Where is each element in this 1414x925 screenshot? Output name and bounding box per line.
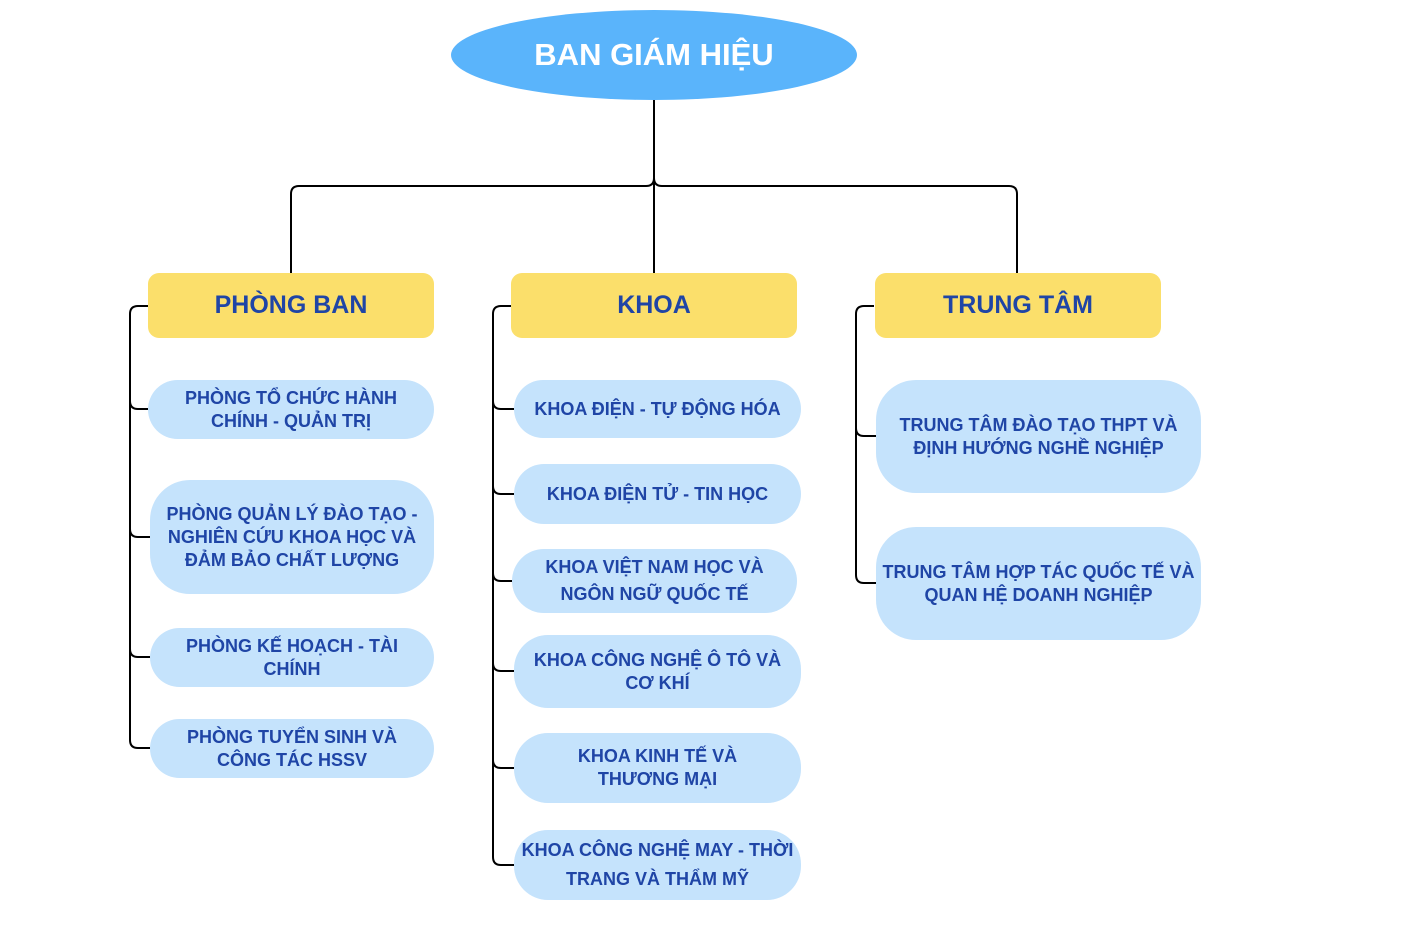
group-header-phong-ban: PHÒNG BAN — [148, 273, 434, 338]
group-header-label: KHOA — [617, 291, 691, 319]
group-header-label: TRUNG TÂM — [943, 291, 1093, 319]
connector-branch-phong-ban — [129, 400, 148, 410]
org-node-label: KHOA KINH TẾ VÀ THƯƠNG MẠI — [577, 746, 738, 789]
org-node-phong-ban: PHÒNG TUYỂN SINH VÀ CÔNG TÁC HSSV — [150, 719, 434, 778]
org-node-khoa: KHOA VIỆT NAM HỌC VÀ NGÔN NGỮ QUỐC TẾ — [512, 549, 797, 613]
group-header-khoa: KHOA — [511, 273, 797, 338]
connector-branch-khoa — [492, 400, 514, 410]
org-node-trung-tam: TRUNG TÂM ĐÀO TẠO THPT VÀ ĐỊNH HƯỚNG NGH… — [876, 380, 1201, 493]
org-node-label: KHOA ĐIỆN - TỰ ĐỘNG HÓA — [534, 398, 781, 419]
connector-branch-phong-ban — [129, 648, 150, 658]
org-node-label: PHÒNG TỔ CHỨC HÀNH CHÍNH - QUẢN TRỊ — [185, 387, 397, 431]
org-node-label: KHOA CÔNG NGHỆ MAY - THỜI TRANG VÀ THẨM … — [521, 840, 794, 889]
root-node-ban-giam-hieu: BAN GIÁM HIỆU — [451, 10, 857, 100]
org-node-khoa: KHOA KINH TẾ VÀ THƯƠNG MẠI — [514, 733, 801, 803]
org-node-khoa: KHOA CÔNG NGHỆ MAY - THỜI TRANG VÀ THẨM … — [514, 830, 801, 900]
root-label: BAN GIÁM HIỆU — [534, 37, 774, 72]
org-node-label: TRUNG TÂM HỢP TÁC QUỐC TẾ VÀ QUAN HỆ DOA… — [882, 561, 1195, 605]
org-node-label: PHÒNG TUYỂN SINH VÀ CÔNG TÁC HSSV — [186, 726, 398, 770]
org-node-label: KHOA CÔNG NGHỆ Ô TÔ VÀ CƠ KHÍ — [533, 649, 782, 693]
connector-branch-trung-tam — [855, 427, 876, 437]
connector-branch-khoa — [492, 572, 512, 582]
org-node-trung-tam: TRUNG TÂM HỢP TÁC QUỐC TẾ VÀ QUAN HỆ DOA… — [876, 527, 1201, 640]
connector-branch-phong-ban — [129, 528, 150, 538]
org-node-label: PHÒNG KẾ HOẠCH - TÀI CHÍNH — [185, 635, 398, 679]
connector-spine-trung-tam — [855, 305, 876, 584]
group-header-trung-tam: TRUNG TÂM — [875, 273, 1161, 338]
org-node-khoa: KHOA CÔNG NGHỆ Ô TÔ VÀ CƠ KHÍ — [514, 635, 801, 708]
org-node-phong-ban: PHÒNG QUẢN LÝ ĐÀO TẠO - NGHIÊN CỨU KHOA … — [150, 480, 434, 594]
org-node-phong-ban: PHÒNG TỔ CHỨC HÀNH CHÍNH - QUẢN TRỊ — [148, 380, 434, 439]
org-node-label: TRUNG TÂM ĐÀO TẠO THPT VÀ ĐỊNH HƯỚNG NGH… — [899, 414, 1178, 458]
org-node-khoa: KHOA ĐIỆN - TỰ ĐỘNG HÓA — [514, 380, 801, 438]
connector-spine-khoa — [492, 305, 514, 866]
connector-branch-khoa — [492, 662, 514, 672]
connector-spine-phong-ban — [129, 305, 150, 749]
connector-branch-khoa — [492, 759, 514, 769]
org-node-label: PHÒNG QUẢN LÝ ĐÀO TẠO - NGHIÊN CỨU KHOA … — [166, 503, 418, 570]
org-node-label: KHOA ĐIỆN TỬ - TIN HỌC — [546, 483, 769, 504]
group-header-label: PHÒNG BAN — [214, 291, 368, 319]
org-node-phong-ban: PHÒNG KẾ HOẠCH - TÀI CHÍNH — [150, 628, 434, 687]
connector-bus-left — [290, 177, 655, 273]
connector-branch-khoa — [492, 485, 514, 495]
connector-bus-right — [653, 177, 1018, 273]
org-node-label: KHOA VIỆT NAM HỌC VÀ NGÔN NGỮ QUỐC TẾ — [545, 557, 764, 604]
org-node-khoa: KHOA ĐIỆN TỬ - TIN HỌC — [514, 464, 801, 524]
